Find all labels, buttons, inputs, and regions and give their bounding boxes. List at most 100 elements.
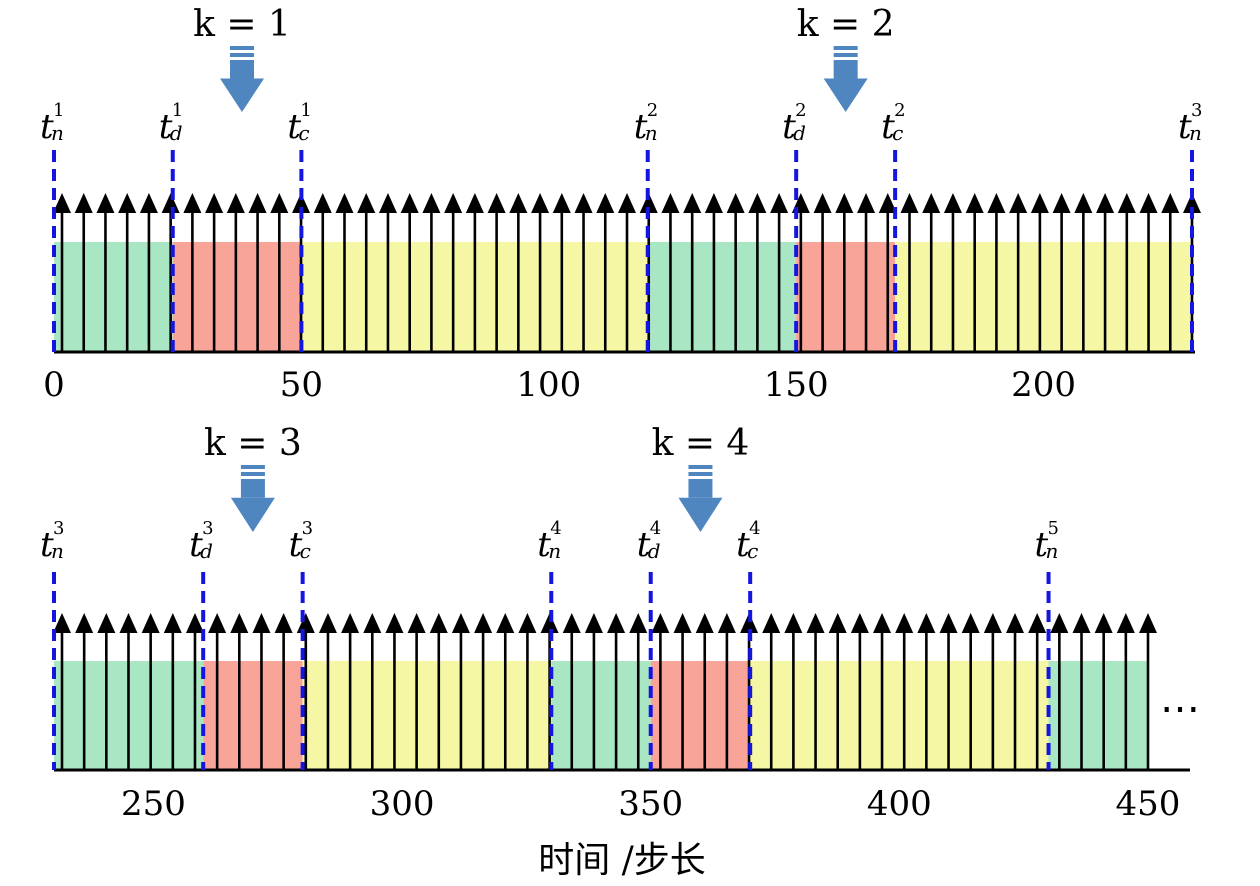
timestep-arrow xyxy=(252,613,271,770)
phase-segment-yellow xyxy=(895,242,1192,352)
timestep-arrow xyxy=(695,613,714,770)
timestep-arrow xyxy=(813,193,832,352)
t-superscript: 2 xyxy=(647,100,658,121)
phase-segment-red xyxy=(203,661,303,770)
timestep-arrow xyxy=(828,613,847,770)
timestep-arrow xyxy=(451,613,470,770)
axis-tick-label: 100 xyxy=(516,365,581,405)
timestep-arrow xyxy=(226,193,245,352)
timestep-arrow xyxy=(939,613,958,770)
axis-tick-label: 150 xyxy=(764,365,829,405)
timestep-arrow xyxy=(230,613,249,770)
timestep-arrow xyxy=(673,613,692,770)
timestep-arrow xyxy=(562,613,581,770)
timestep-arrow xyxy=(1139,193,1158,352)
axis-tick-label: 300 xyxy=(370,784,435,824)
timestep-arrow xyxy=(922,193,941,352)
down-arrow-icon xyxy=(230,465,275,532)
timestep-arrow xyxy=(1161,193,1180,352)
timestep-arrow xyxy=(1050,613,1069,770)
timestep-arrow xyxy=(770,193,789,352)
k-step-marker: k = 2 xyxy=(797,4,895,112)
t-superscript: 2 xyxy=(894,100,905,121)
timestep-arrow xyxy=(618,193,636,352)
k-step-marker: k = 1 xyxy=(193,4,291,112)
t-subscript: d xyxy=(648,539,661,563)
t-symbol: t xyxy=(40,525,54,565)
t-superscript: 4 xyxy=(749,518,760,539)
timestep-arrow xyxy=(119,613,138,770)
t-subscript: n xyxy=(51,121,64,145)
timestep-arrow xyxy=(1006,613,1025,770)
k-label: k = 3 xyxy=(204,423,302,464)
axis-tick-label: 200 xyxy=(1011,365,1076,405)
timestep-arrow xyxy=(629,613,648,770)
timestep-arrow xyxy=(784,613,803,770)
timestep-arrow xyxy=(983,613,1002,770)
axis-tick-label: 400 xyxy=(867,784,932,824)
t-symbol: t xyxy=(881,107,895,147)
phase-segment-red xyxy=(796,242,896,352)
t-subscript: c xyxy=(298,121,309,145)
timestep-arrow xyxy=(850,613,869,770)
timestep-arrow xyxy=(726,193,745,352)
timestep-arrow xyxy=(53,613,71,770)
timestep-arrow xyxy=(900,193,919,352)
timestep-arrow xyxy=(943,193,962,352)
timestep-arrow xyxy=(584,613,603,770)
timestep-arrow xyxy=(378,193,397,352)
timestep-arrow xyxy=(1009,193,1028,352)
timestep-arrow xyxy=(1139,613,1157,770)
timestep-arrow xyxy=(141,613,160,770)
timestep-arrow xyxy=(661,193,680,352)
t-symbol: t xyxy=(736,525,750,565)
phase-segment-green xyxy=(54,242,173,352)
t-superscript: 3 xyxy=(202,518,213,539)
t-symbol: t xyxy=(1035,525,1049,565)
timestep-arrow xyxy=(987,193,1006,352)
timestep-arrow xyxy=(208,613,227,770)
timestep-arrow xyxy=(385,613,404,770)
timestep-arrow xyxy=(496,613,515,770)
t-symbol: t xyxy=(782,107,796,147)
phase-segment-yellow xyxy=(750,661,1049,770)
timestep-arrow xyxy=(873,613,892,770)
timestep-arrow xyxy=(596,193,615,352)
timestep-arrow xyxy=(835,193,854,352)
timestep-arrow xyxy=(400,193,419,352)
phase-segment-yellow xyxy=(302,661,552,770)
t-subscript: n xyxy=(645,121,658,145)
t-symbol: t xyxy=(1178,107,1192,147)
timestep-arrow xyxy=(96,193,115,352)
t-superscript: 3 xyxy=(302,518,313,539)
timestep-arrow xyxy=(552,193,571,352)
timestep-arrow xyxy=(878,193,897,352)
timestep-arrow xyxy=(1074,193,1093,352)
timestep-arrow xyxy=(161,193,180,352)
t-superscript: 5 xyxy=(1048,518,1059,539)
timestep-arrow xyxy=(1028,613,1047,770)
t-symbol: t xyxy=(637,525,651,565)
timestep-arrow xyxy=(895,613,914,770)
t-symbol: t xyxy=(634,107,648,147)
t-symbol: t xyxy=(287,107,301,147)
timestep-arrow xyxy=(1030,193,1049,352)
timestep-arrow xyxy=(318,613,337,770)
timestep-arrow xyxy=(474,613,493,770)
timestep-arrow xyxy=(74,193,93,352)
t-symbol: t xyxy=(289,525,303,565)
x-axis-label: 时间 /步长 xyxy=(538,840,706,881)
timestep-arrow xyxy=(762,613,781,770)
t-subscript: n xyxy=(1189,121,1202,145)
timestep-arrow xyxy=(313,193,332,352)
timestep-arrow xyxy=(1052,193,1071,352)
timestep-arrow xyxy=(429,613,448,770)
timestep-arrow xyxy=(917,613,936,770)
phase-segment-green xyxy=(647,242,797,352)
